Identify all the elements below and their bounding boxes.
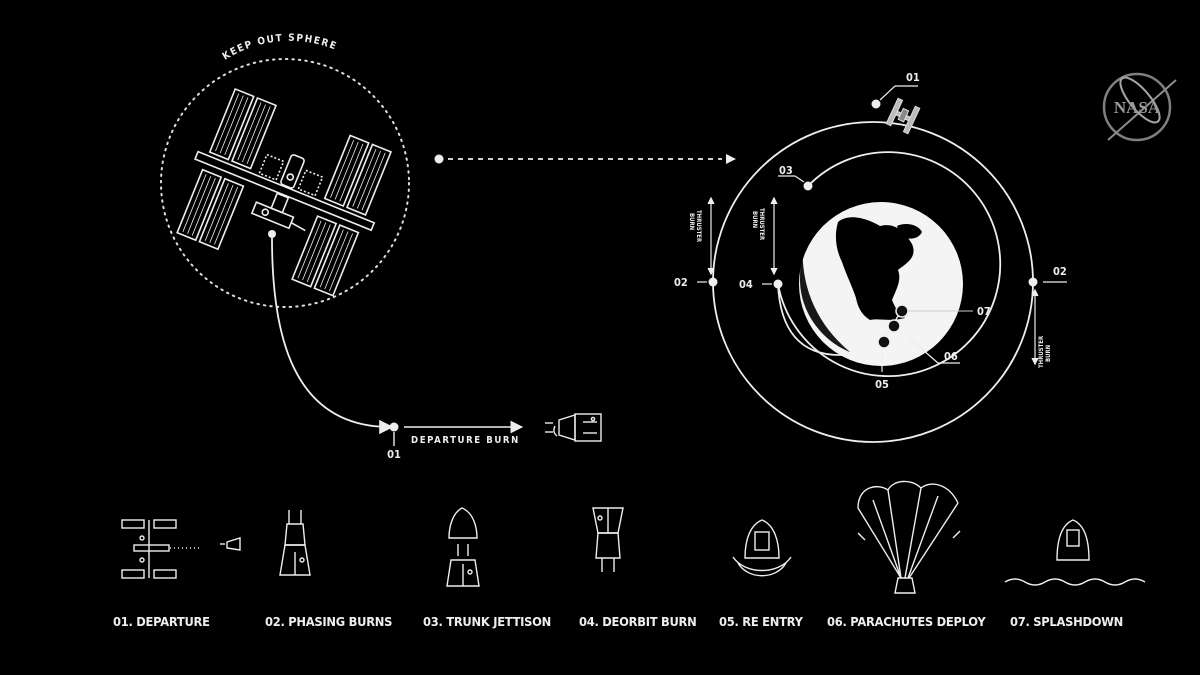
keep-out-label: KEEP OUT SPHERE	[221, 33, 339, 63]
svg-text:BURN: BURN	[751, 211, 758, 229]
orbit-marker-04: 04	[739, 278, 753, 291]
step-trunk-jettison-icon	[446, 507, 480, 587]
step-deorbit-burn-icon	[592, 507, 624, 572]
orbit-diagram: 01 03 02 04 02 05 06 07 THRUSTER BURN	[674, 71, 1067, 443]
departure-marker-01: 01	[387, 448, 401, 461]
iss-small-icon	[885, 97, 921, 135]
orbit-marker-01: 01	[906, 71, 920, 84]
earth-icon	[799, 202, 963, 366]
svg-text:BURN: BURN	[688, 213, 695, 231]
step-splashdown-icon	[1004, 519, 1146, 586]
orbit-marker-06: 06	[944, 350, 958, 363]
iss-icon	[176, 87, 393, 297]
step-phasing-burns-icon	[279, 510, 311, 576]
thruster-burn-arrow-left	[707, 196, 715, 276]
dragon-capsule-icon	[545, 413, 602, 442]
step-label-reentry: 05. RE ENTRY	[719, 614, 803, 629]
step-reentry-icon	[732, 519, 792, 577]
svg-text:NASA: NASA	[1114, 98, 1161, 117]
orbit-marker-05: 05	[875, 378, 889, 391]
step-departure-icon	[121, 519, 241, 579]
orbit-marker-02-left: 02	[674, 276, 688, 289]
step-label-parachutes-deploy: 06. PARACHUTES DEPLOY	[827, 614, 986, 629]
svg-text:BURN: BURN	[1045, 344, 1052, 362]
thruster-burn-label-left: THRUSTER	[695, 210, 702, 243]
departure-trajectory: 01 DEPARTURE BURN	[268, 230, 524, 461]
step-label-deorbit-burn: 04. DEORBIT BURN	[579, 614, 697, 629]
orbit-marker-07: 07	[977, 305, 991, 318]
orbit-marker-02-right: 02	[1053, 265, 1067, 278]
thruster-burn-label-inner: THRUSTER	[758, 208, 765, 241]
thruster-burn-arrow-inner	[770, 196, 778, 276]
transition-arrow	[434, 154, 736, 164]
thruster-burn-label-right: THRUSTER	[1038, 335, 1045, 368]
nasa-logo: NASA	[1102, 72, 1177, 142]
inner-orbit	[777, 151, 1002, 378]
step-label-phasing-burns: 02. PHASING BURNS	[265, 614, 393, 629]
thruster-burn-arrow-right	[1031, 288, 1039, 366]
step-label-splashdown: 07. SPLASHDOWN	[1010, 614, 1124, 629]
orbit-marker-03: 03	[779, 164, 793, 177]
step-label-trunk-jettison: 03. TRUNK JETTISON	[423, 614, 552, 629]
departure-burn-label: DEPARTURE BURN	[411, 435, 520, 446]
step-label-departure: 01. DEPARTURE	[113, 614, 210, 629]
step-parachutes-icon	[857, 480, 961, 594]
departure-point	[389, 422, 399, 432]
